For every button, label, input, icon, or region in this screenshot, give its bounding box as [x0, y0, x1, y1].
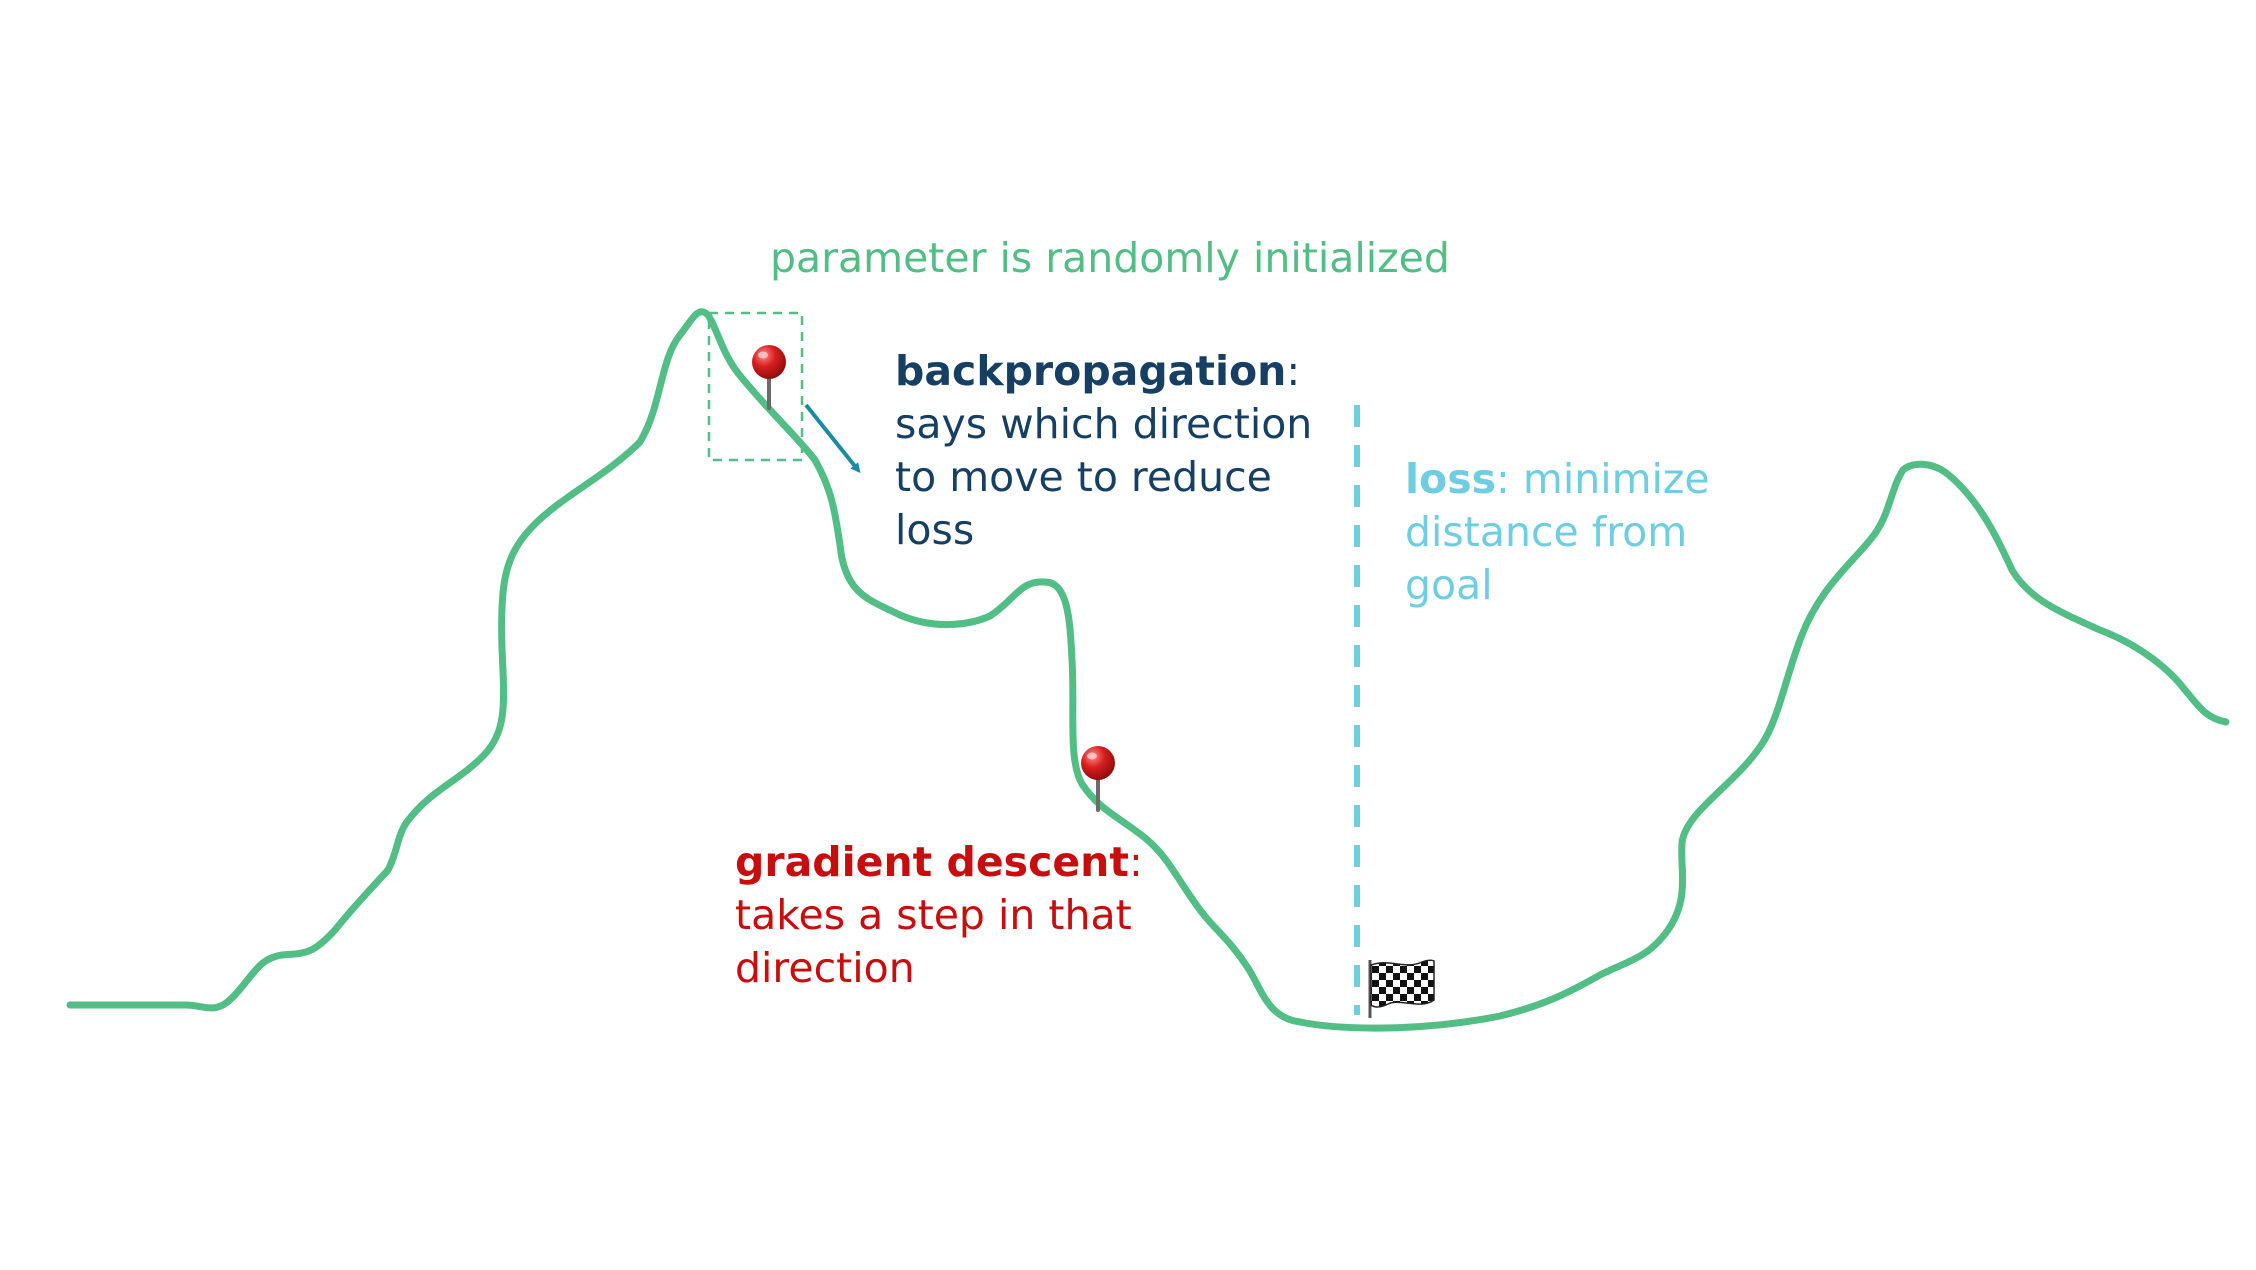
arrow-icon — [804, 403, 861, 474]
backprop-annotation: backpropagation: says which direction to… — [895, 345, 1312, 557]
loss-annotation: loss: minimize distance from goal — [1405, 453, 1710, 612]
gradient-descent-heading: gradient descent: — [735, 836, 1143, 889]
backprop-heading: backpropagation: — [895, 345, 1312, 398]
gradient-descent-term: gradient descent — [735, 838, 1129, 886]
pushpin-icon — [1081, 746, 1115, 812]
gradient-descent-line: direction — [735, 944, 915, 992]
loss-line: goal — [1405, 561, 1493, 609]
checkered-flag-icon — [1368, 959, 1435, 1018]
backprop-line: says which direction — [895, 400, 1313, 448]
loss-curve — [66, 308, 2230, 1032]
loss-line: distance from — [1405, 508, 1688, 556]
start-highlight-box — [707, 311, 804, 462]
backprop-line: to move to reduce — [895, 453, 1272, 501]
gradient-descent-colon: : — [1128, 838, 1143, 886]
init-annotation: parameter is randomly initialized — [770, 232, 1450, 285]
gradient-descent-line: takes a step in that — [735, 891, 1132, 939]
backprop-colon: : — [1286, 347, 1301, 395]
gradient-descent-annotation: gradient descent: takes a step in that d… — [735, 836, 1143, 995]
loss-heading: loss: minimize — [1405, 453, 1710, 506]
pushpin-icon — [752, 345, 786, 410]
init-text: parameter is randomly initialized — [770, 234, 1450, 282]
loss-term: loss — [1405, 455, 1497, 503]
backprop-line: loss — [895, 506, 975, 554]
backprop-term: backpropagation — [895, 347, 1287, 395]
loss-heading-rest: : minimize — [1496, 455, 1710, 503]
